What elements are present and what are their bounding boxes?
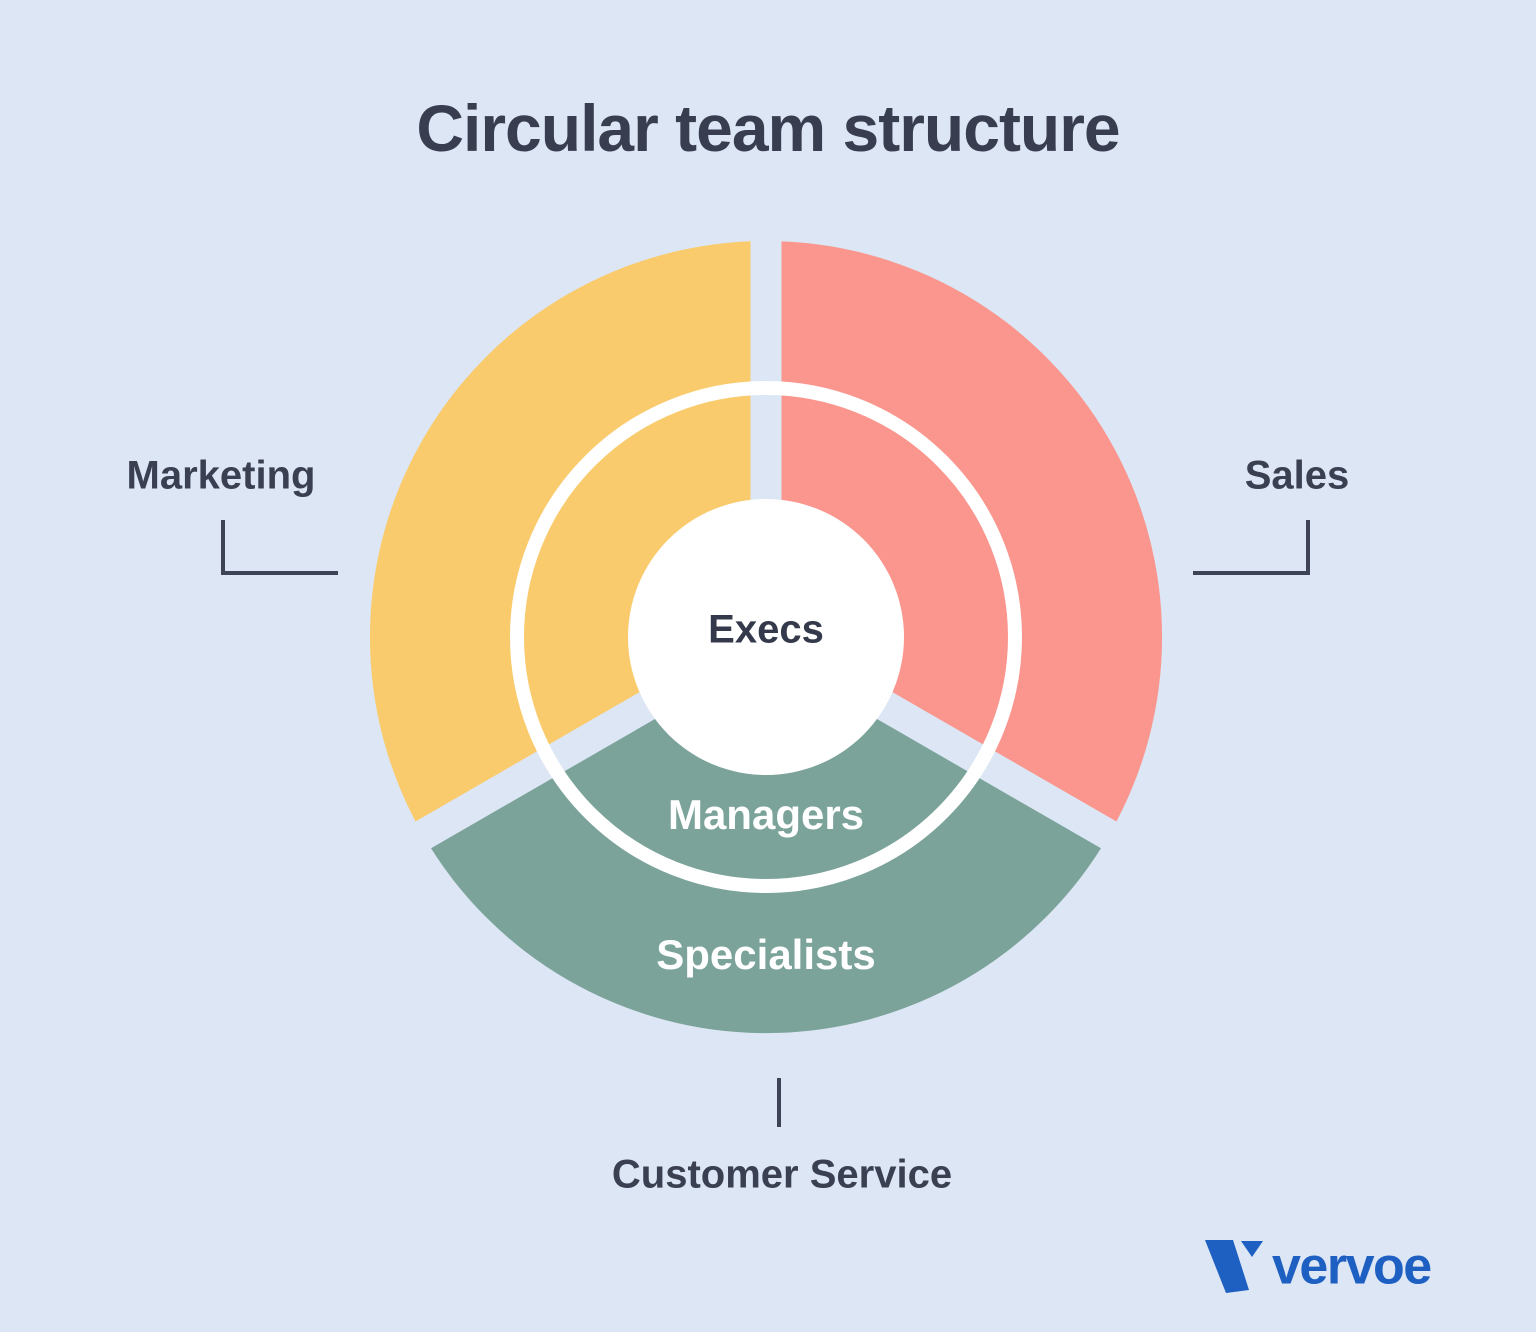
sales-connector-line (1193, 520, 1310, 575)
center-circle (628, 499, 904, 775)
execs-label: Execs (708, 607, 824, 652)
vervoe-logo-icon (1205, 1240, 1263, 1293)
specialists-label: Specialists (656, 931, 876, 978)
logo-v-left-stroke (1205, 1240, 1249, 1293)
manager-specialist-ring (510, 381, 1022, 893)
managers-label: Managers (667, 791, 865, 838)
logo-v-right-triangle (1241, 1241, 1263, 1257)
page-title: Circular team structure (416, 91, 1120, 165)
vervoe-logo-wordmark: vervoe (1272, 1237, 1432, 1296)
customer-service-label: Customer Service (611, 1152, 953, 1197)
marketing-label: Marketing (126, 453, 316, 498)
marketing-connector-line (221, 520, 338, 575)
sales-label: Sales (1244, 453, 1350, 498)
